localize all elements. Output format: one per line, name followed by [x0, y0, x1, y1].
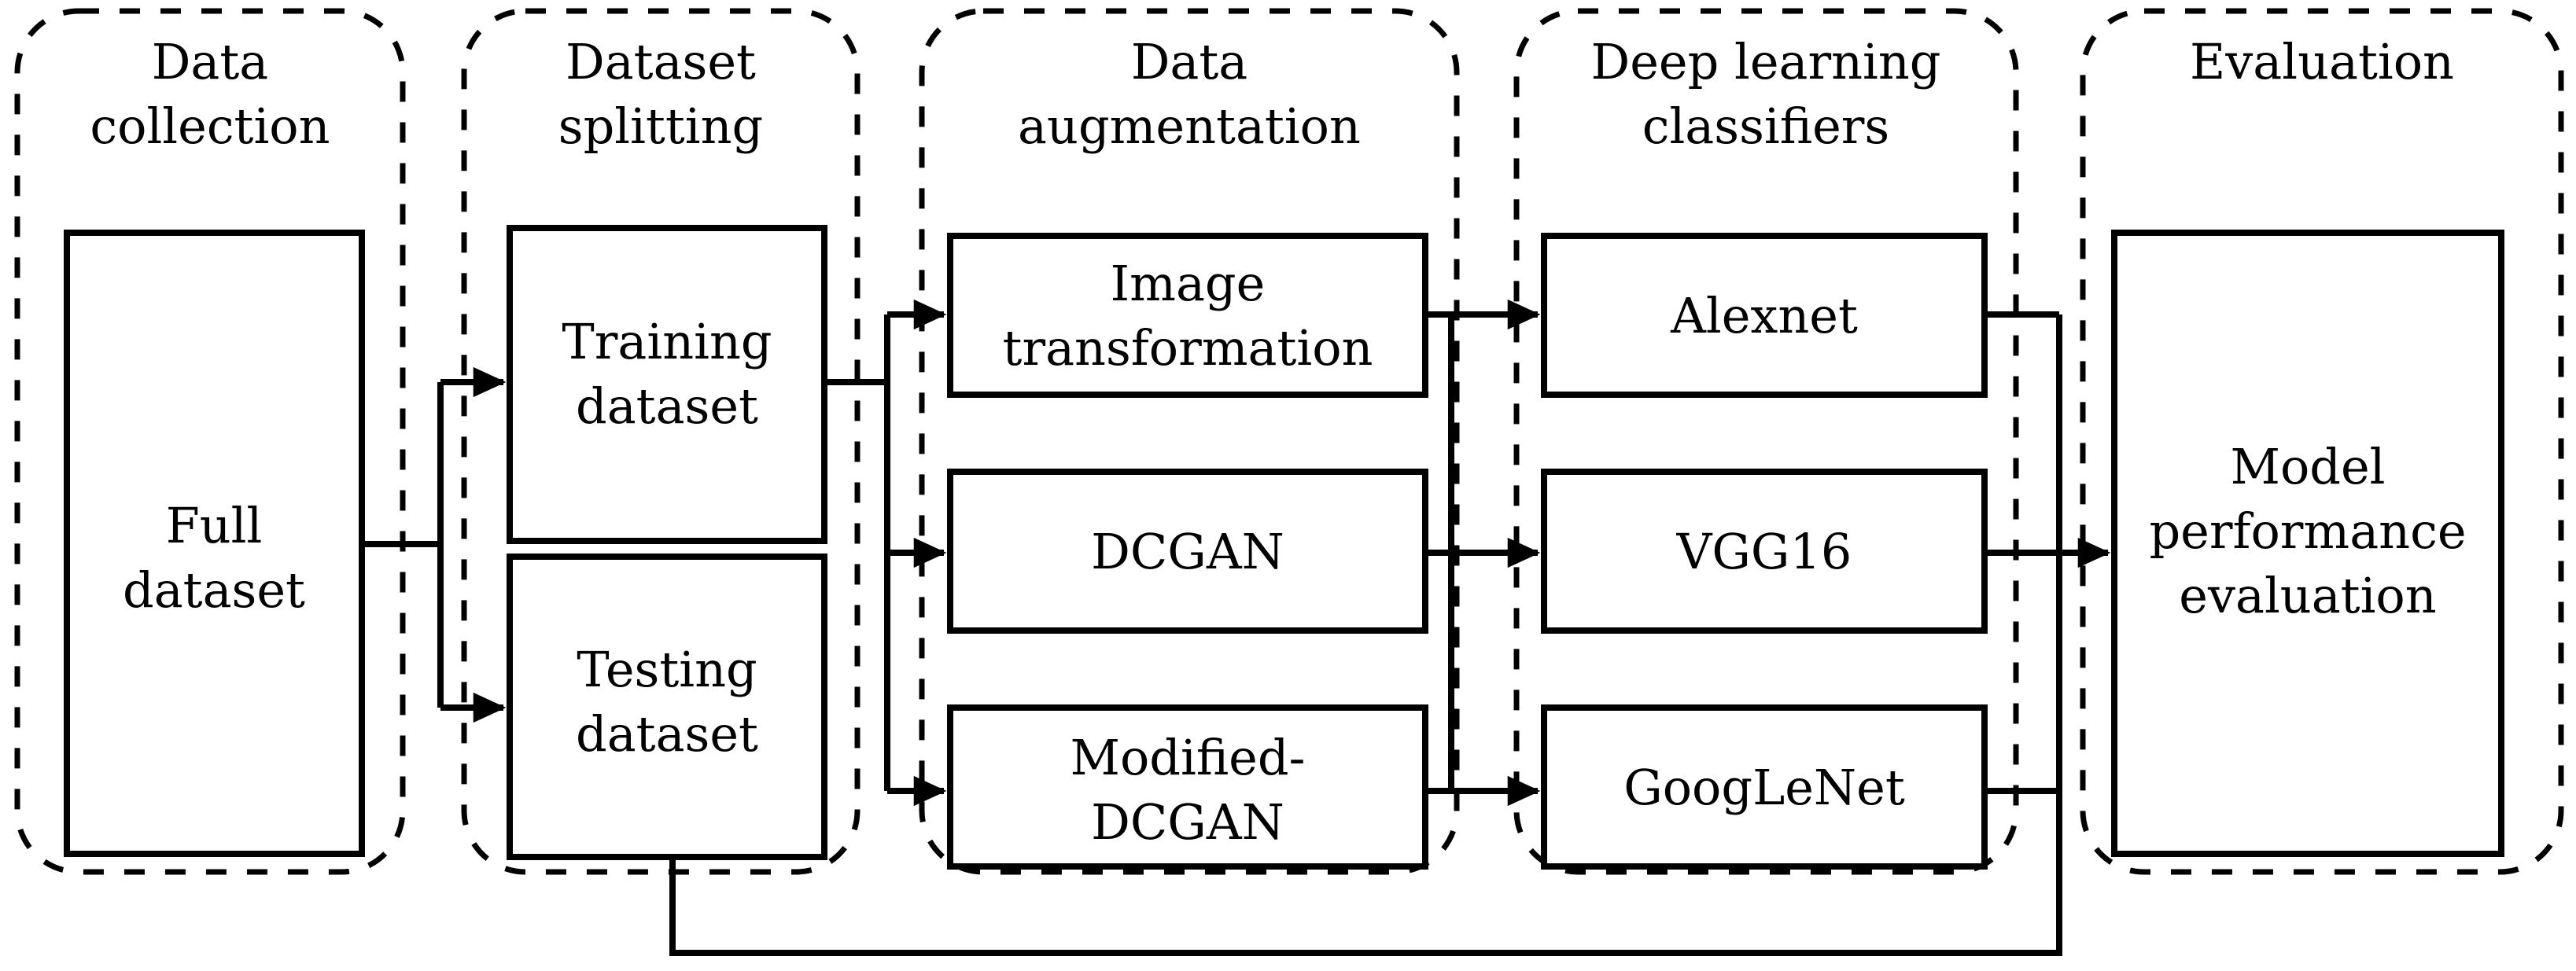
- stage-title-data-augmentation-line1: Data: [1131, 33, 1248, 90]
- box-training-dataset[interactable]: Training dataset: [507, 225, 827, 544]
- box-full-dataset[interactable]: Full dataset: [64, 230, 365, 857]
- box-outline-googlenet: [1541, 704, 1988, 870]
- stage-title-deep-learning-classifiers-line1: Deep learning: [1591, 33, 1941, 90]
- box-label-testing-dataset-line1: Testing: [577, 641, 757, 698]
- stage-title-dataset-splitting-line2: splitting: [558, 97, 763, 155]
- box-label-googlenet: GoogLeNet: [1623, 759, 1905, 816]
- dashed-container-evaluation: [2080, 8, 2564, 875]
- box-label-training-dataset-line2: dataset: [576, 377, 758, 435]
- box-dcgan[interactable]: DCGAN: [947, 469, 1428, 634]
- box-outline-training-dataset: [507, 225, 827, 544]
- stage-title-data-augmentation-line2: augmentation: [1018, 97, 1361, 155]
- stage-title-evaluation-line1: Evaluation: [2190, 33, 2454, 90]
- box-label-training-dataset-line1: Training: [562, 313, 772, 370]
- dashed-container-data-augmentation: [919, 8, 1460, 875]
- box-vgg16[interactable]: VGG16: [1541, 469, 1988, 634]
- stage-title-deep-learning-classifiers-line2: classifiers: [1642, 97, 1889, 155]
- box-testing-dataset[interactable]: Testing dataset: [507, 554, 827, 860]
- box-alexnet[interactable]: Alexnet: [1541, 233, 1988, 398]
- box-label-full-dataset-line1: Full: [166, 497, 263, 554]
- box-outline-modified-dcgan: [947, 704, 1428, 870]
- box-modified-dcgan[interactable]: Modified- DCGAN: [947, 704, 1428, 870]
- stage-group-deep-learning-classifiers: Deep learning classifiers: [1513, 8, 2019, 875]
- box-label-alexnet: Alexnet: [1670, 287, 1858, 344]
- box-outline-testing-dataset: [507, 554, 827, 860]
- box-label-model-performance-evaluation-line1: Model: [2230, 438, 2385, 495]
- box-image-transformation[interactable]: Image transformation: [947, 233, 1428, 398]
- box-outline-alexnet: [1541, 233, 1988, 398]
- box-label-model-performance-evaluation-line2: performance: [2149, 502, 2466, 560]
- box-label-dcgan: DCGAN: [1091, 523, 1284, 580]
- dashed-container-dataset-splitting: [461, 8, 861, 875]
- stage-title-data-collection-line1: Data: [152, 33, 269, 90]
- box-googlenet[interactable]: GoogLeNet: [1541, 704, 1988, 870]
- box-label-modified-dcgan-line1: Modified-: [1070, 729, 1305, 786]
- box-outline-full-dataset: [64, 230, 365, 857]
- dashed-container-data-collection: [14, 8, 406, 875]
- box-label-image-transformation-line2: transformation: [1003, 319, 1373, 377]
- box-label-model-performance-evaluation-line3: evaluation: [2179, 567, 2436, 624]
- box-outline-vgg16: [1541, 469, 1988, 634]
- box-label-modified-dcgan-line2: DCGAN: [1091, 793, 1284, 851]
- box-label-vgg16: VGG16: [1676, 523, 1852, 580]
- box-outline-dcgan: [947, 469, 1428, 634]
- stage-group-evaluation: Evaluation: [2080, 8, 2564, 875]
- stage-group-data-augmentation: Data augmentation: [919, 8, 1460, 875]
- box-label-image-transformation-line1: Image: [1111, 255, 1266, 312]
- box-outline-model-performance-evaluation: [2111, 230, 2504, 857]
- stage-group-dataset-splitting: Dataset splitting: [461, 8, 861, 875]
- stage-title-dataset-splitting-line1: Dataset: [566, 33, 756, 90]
- stage-group-data-collection: Data collection: [14, 8, 406, 875]
- box-model-performance-evaluation[interactable]: Model performance evaluation: [2111, 230, 2504, 857]
- box-label-testing-dataset-line2: dataset: [576, 705, 758, 763]
- box-label-full-dataset-line2: dataset: [123, 561, 305, 619]
- connector-testing-dataset-feedback: [669, 791, 2062, 956]
- stage-title-data-collection-line2: collection: [90, 97, 330, 155]
- box-outline-image-transformation: [947, 233, 1428, 398]
